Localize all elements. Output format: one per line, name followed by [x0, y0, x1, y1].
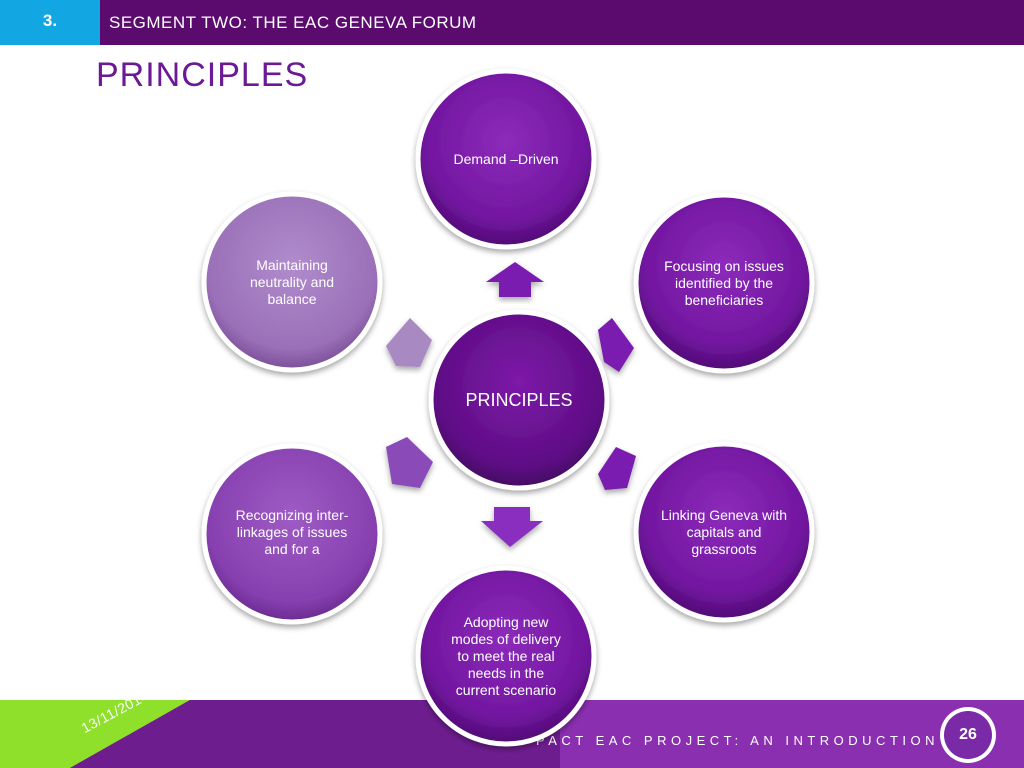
page-number: 26 [944, 711, 992, 759]
node-label-recognizing: Recognizing inter-linkages of issues and… [235, 506, 349, 557]
node-label-focusing: Focusing on issues identified by the ben… [664, 257, 784, 308]
footer-project: PACT EAC PROJECT: AN INTRODUCTION [536, 733, 939, 748]
node-linking [633, 441, 815, 623]
slide-title: PRINCIPLES [96, 56, 309, 94]
node-label-maintaining: Maintaining neutrality and balance [249, 256, 335, 307]
arrow-to-adopting [481, 507, 543, 547]
node-recognizing [201, 443, 383, 625]
footer-dark-band [70, 700, 560, 768]
node-label-adopting: Adopting new modes of delivery to meet t… [451, 613, 561, 698]
node-label-center: PRINCIPLES [465, 389, 573, 410]
section-number: 3. [0, 0, 100, 45]
node-focusing [633, 192, 815, 374]
node-adopting [415, 565, 597, 747]
arrow-to-linking [598, 447, 636, 490]
node-maintaining [201, 191, 383, 373]
footer-green-wedge [0, 700, 190, 768]
arrow-to-recognizing [386, 437, 433, 488]
node-demand-driven [415, 68, 597, 250]
arrow-to-demand-driven [486, 262, 544, 297]
header-bar: 3. SEGMENT TWO: THE EAC GENEVA FORUM [0, 0, 1024, 45]
node-label-linking: Linking Geneva with capitals and grassro… [660, 506, 788, 557]
arrow-to-maintaining [386, 318, 432, 367]
segment-title: SEGMENT TWO: THE EAC GENEVA FORUM [109, 13, 477, 32]
arrow-to-focusing [598, 318, 634, 372]
page-number-badge: 26 [940, 707, 996, 763]
node-center [428, 309, 610, 491]
node-label-demand-driven: Demand –Driven [453, 150, 559, 167]
